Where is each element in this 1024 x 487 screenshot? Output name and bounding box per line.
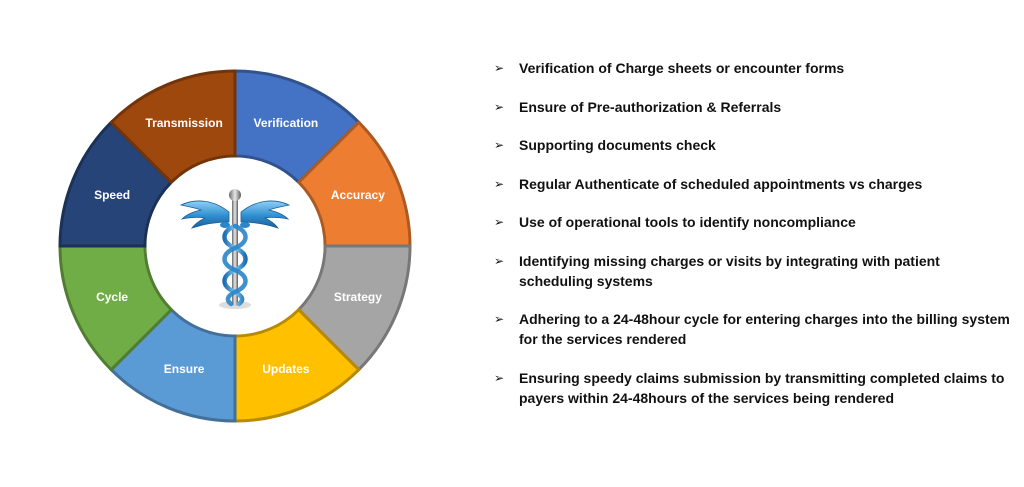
- bullet-text: Identifying missing charges or visits by…: [519, 252, 940, 289]
- arrow-bullet-icon: ➢: [494, 61, 505, 75]
- bullet-item: ➢ Identifying missing charges or visits b…: [494, 251, 1014, 291]
- bullet-item: ➢ Regular Authenticate of scheduled appoi…: [494, 174, 1014, 194]
- bullet-item: ➢ Ensure of Pre-authorization & Referrals: [494, 97, 1014, 117]
- arrow-bullet-icon: ➢: [494, 253, 505, 268]
- wheel-segments: [58, 69, 412, 423]
- bullet-item: ➢ Ensuring speedy claims submission by tr…: [494, 368, 1014, 408]
- wheel-label-verification: Verification: [254, 116, 319, 130]
- bullet-text: Ensure of Pre-authorization & Referrals: [519, 98, 782, 115]
- arrow-bullet-icon: ➢: [494, 312, 505, 326]
- wheel-label-cycle: Cycle: [96, 290, 128, 304]
- arrow-bullet-icon: ➢: [494, 370, 505, 385]
- bullet-item: ➢ Use of operational tools to identify no…: [494, 212, 1014, 232]
- arrow-bullet-icon: ➢: [494, 215, 505, 229]
- wheel-label-updates: Updates: [262, 362, 310, 376]
- bullet-item: ➢ Verification of Charge sheets or encoun…: [494, 58, 1014, 78]
- process-bullet-list: ➢ Verification of Charge sheets or encoun…: [494, 58, 1014, 426]
- bullet-text: Use of operational tools to identify non…: [519, 214, 856, 230]
- bullet-text: Adhering to a 24-48hour cycle for enteri…: [519, 311, 1010, 347]
- arrow-bullet-icon: ➢: [494, 176, 505, 191]
- wheel-label-speed: Speed: [94, 188, 130, 202]
- bullet-text: Ensuring speedy claims submission by tra…: [519, 369, 1005, 406]
- wheel-label-transmission: Transmission: [145, 116, 222, 130]
- wheel-label-strategy: Strategy: [334, 290, 382, 304]
- arrow-bullet-icon: ➢: [494, 99, 505, 114]
- bullet-item: ➢ Supporting documents check: [494, 135, 1014, 155]
- bullet-text: Verification of Charge sheets or encount…: [519, 60, 845, 76]
- wheel-segment-transmission: [109, 69, 237, 185]
- bullet-item: ➢ Adhering to a 24-48hour cycle for enter…: [494, 309, 1014, 349]
- wheel-label-ensure: Ensure: [164, 362, 205, 376]
- bullet-text: Supporting documents check: [519, 137, 716, 153]
- arrow-bullet-icon: ➢: [494, 138, 505, 152]
- caduceus-icon: [179, 189, 291, 309]
- bullet-text: Regular Authenticate of scheduled appoin…: [519, 175, 923, 192]
- wheel-label-accuracy: Accuracy: [331, 188, 385, 202]
